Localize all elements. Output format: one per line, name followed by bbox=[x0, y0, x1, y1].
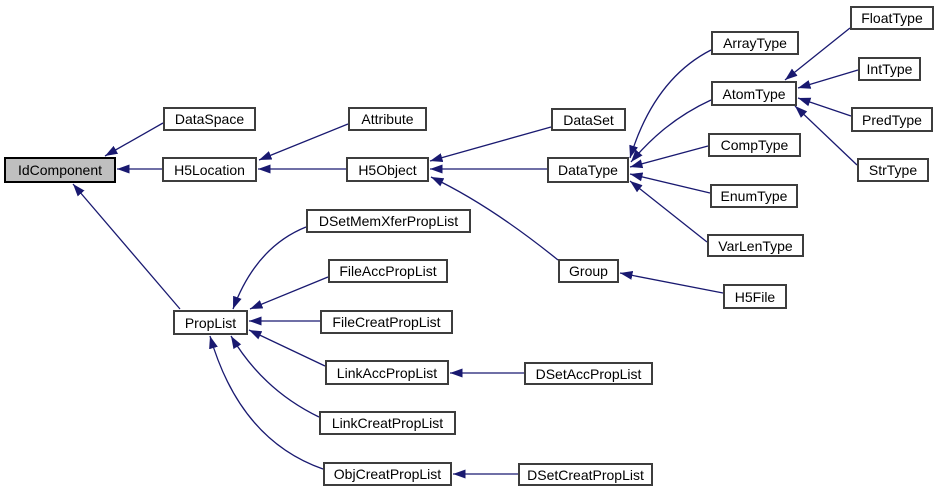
inheritance-edge-proplist-to-idcomponent bbox=[72, 183, 181, 310]
class-node-arraytype[interactable]: ArrayType bbox=[711, 31, 799, 55]
class-node-label: DataType bbox=[558, 162, 618, 178]
inheritance-edge-group-to-h5object bbox=[430, 176, 559, 261]
class-node-label: DSetCreatPropList bbox=[527, 466, 644, 483]
class-node-label: FileCreatPropList bbox=[332, 314, 441, 330]
class-node-label: VarLenType bbox=[718, 237, 793, 254]
inheritance-edge-inttype-to-atomtype bbox=[797, 69, 859, 89]
inheritance-edge-dsetmemxferproplist-to-proplist bbox=[232, 226, 307, 310]
class-node-varlentype[interactable]: VarLenType bbox=[707, 234, 804, 257]
class-node-h5location[interactable]: H5Location bbox=[162, 157, 257, 182]
class-node-label: LinkAccPropList bbox=[336, 364, 438, 381]
class-node-label: DataSpace bbox=[174, 111, 245, 127]
class-node-label: ObjCreatPropList bbox=[333, 466, 442, 482]
class-node-label: Attribute bbox=[361, 111, 414, 127]
inheritance-edge-floattype-to-atomtype bbox=[784, 27, 851, 81]
class-node-strtype[interactable]: StrType bbox=[857, 158, 929, 182]
inheritance-edge-fileaccproplist-to-proplist bbox=[249, 276, 329, 310]
class-node-label: PropList bbox=[184, 314, 237, 331]
class-node-label: DataSet bbox=[563, 111, 614, 128]
class-node-label: FloatType bbox=[861, 10, 923, 26]
class-node-label: DSetAccPropList bbox=[535, 365, 642, 382]
class-node-dataset[interactable]: DataSet bbox=[551, 108, 626, 131]
class-node-label: PredType bbox=[862, 111, 922, 128]
class-node-label: LinkCreatPropList bbox=[331, 415, 444, 431]
class-node-h5object[interactable]: H5Object bbox=[346, 157, 429, 182]
class-node-fileaccproplist[interactable]: FileAccPropList bbox=[328, 259, 448, 283]
class-node-proplist[interactable]: PropList bbox=[173, 310, 248, 335]
class-node-datatype[interactable]: DataType bbox=[547, 157, 629, 183]
inheritance-edge-comptype-to-datatype bbox=[629, 145, 709, 169]
class-node-linkaccproplist[interactable]: LinkAccPropList bbox=[325, 360, 449, 385]
class-node-label: FileAccPropList bbox=[339, 263, 437, 279]
class-node-inttype[interactable]: IntType bbox=[858, 57, 921, 81]
inheritance-edge-dataspace-to-idcomponent bbox=[104, 122, 164, 157]
class-node-dsetcreatproplist[interactable]: DSetCreatPropList bbox=[518, 463, 653, 486]
inheritance-edge-predtype-to-atomtype bbox=[797, 97, 852, 117]
inheritance-edge-strtype-to-atomtype bbox=[794, 105, 858, 166]
class-node-dsetaccproplist[interactable]: DSetAccPropList bbox=[524, 362, 653, 385]
class-node-label: H5Location bbox=[174, 161, 245, 178]
inheritance-edge-dataset-to-h5object bbox=[429, 126, 552, 162]
class-node-objcreatproplist[interactable]: ObjCreatPropList bbox=[323, 462, 452, 486]
class-node-linkcreatproplist[interactable]: LinkCreatPropList bbox=[319, 411, 456, 435]
inheritance-edge-arraytype-to-datatype bbox=[629, 49, 712, 159]
class-node-comptype[interactable]: CompType bbox=[708, 133, 801, 157]
inheritance-edge-objcreatproplist-to-proplist bbox=[209, 335, 324, 470]
class-node-predtype[interactable]: PredType bbox=[851, 107, 933, 132]
class-node-label: H5Object bbox=[358, 161, 417, 178]
class-node-label: DSetMemXferPropList bbox=[318, 213, 459, 229]
class-node-label: AtomType bbox=[722, 85, 786, 102]
class-node-atomtype[interactable]: AtomType bbox=[711, 81, 797, 106]
inheritance-edge-linkaccproplist-to-proplist bbox=[248, 329, 326, 367]
inheritance-edge-atomtype-to-datatype bbox=[630, 99, 712, 163]
class-node-dsetmemxferproplist[interactable]: DSetMemXferPropList bbox=[306, 209, 471, 233]
class-node-label: ArrayType bbox=[723, 35, 787, 51]
class-node-label: IdComponent bbox=[17, 162, 103, 178]
class-node-idcomponent: IdComponent bbox=[4, 157, 116, 183]
class-node-group[interactable]: Group bbox=[558, 259, 619, 283]
class-node-dataspace[interactable]: DataSpace bbox=[163, 107, 256, 131]
class-node-label: IntType bbox=[866, 61, 913, 77]
class-node-filecreatproplist[interactable]: FileCreatPropList bbox=[320, 310, 453, 334]
class-node-label: CompType bbox=[720, 137, 789, 153]
inheritance-edge-attribute-to-h5location bbox=[258, 123, 349, 161]
class-node-attribute[interactable]: Attribute bbox=[348, 107, 427, 131]
class-node-h5file[interactable]: H5File bbox=[723, 284, 787, 309]
class-node-label: StrType bbox=[868, 162, 918, 178]
class-node-label: EnumType bbox=[720, 188, 788, 204]
inheritance-edge-varlentype-to-datatype bbox=[629, 180, 708, 243]
inheritance-edge-linkcreatproplist-to-proplist bbox=[230, 335, 320, 418]
inheritance-edge-enumtype-to-datatype bbox=[629, 172, 711, 194]
class-node-label: Group bbox=[569, 263, 608, 279]
inheritance-edge-h5file-to-group bbox=[619, 270, 724, 294]
class-node-floattype[interactable]: FloatType bbox=[850, 6, 934, 30]
class-node-enumtype[interactable]: EnumType bbox=[710, 184, 798, 208]
class-node-label: H5File bbox=[734, 288, 776, 305]
